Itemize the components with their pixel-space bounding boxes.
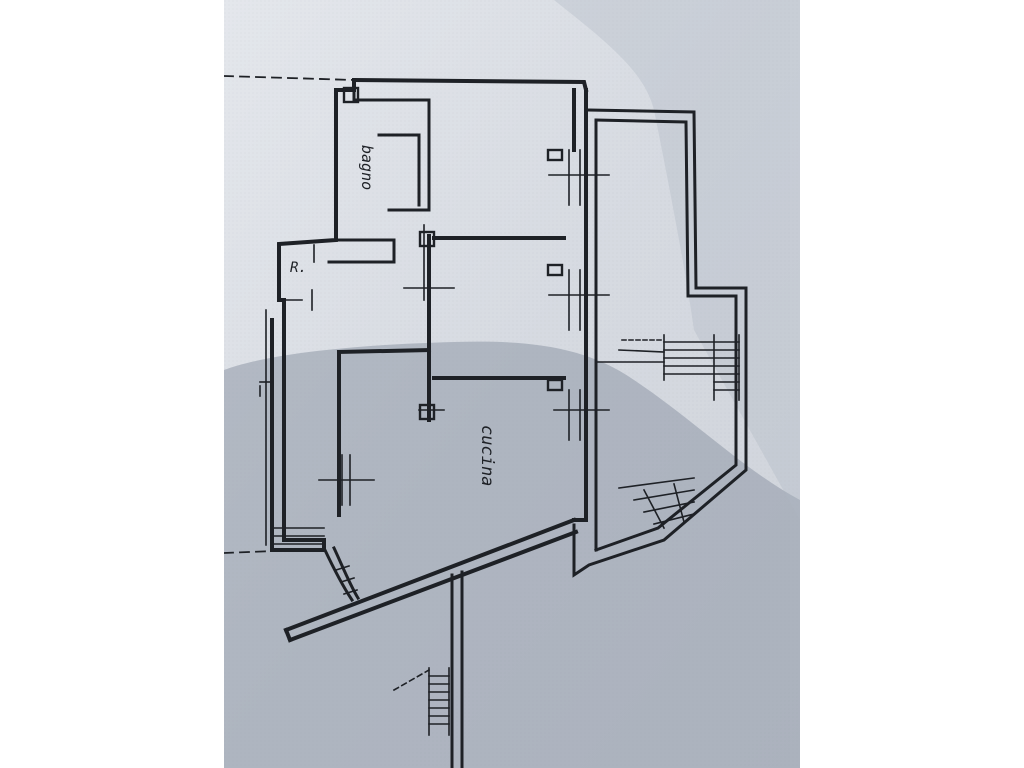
- dashed-boundary-bottom: [224, 550, 275, 554]
- annex-walls: [572, 108, 748, 578]
- bathroom-walls: [327, 88, 431, 264]
- floor-plan-photo: bagno cucina R.: [224, 0, 800, 768]
- interior-walls: [336, 234, 566, 517]
- corridor-walls: [450, 570, 464, 768]
- room-label-closet: R.: [290, 260, 307, 276]
- dashed-boundary-top: [224, 75, 355, 81]
- entry-steps: [273, 527, 361, 603]
- room-label-bathroom: bagno: [358, 145, 376, 190]
- floor-plan-lines: [224, 75, 748, 768]
- stairs-bottom: [392, 667, 450, 736]
- floor-plan-drawing: bagno cucina R.: [224, 0, 800, 768]
- room-label-kitchen: cucina: [477, 425, 497, 486]
- stairs-annex-lower: [618, 477, 695, 530]
- stairs-right: [595, 334, 740, 401]
- wall-markers: [342, 86, 564, 421]
- window-marks: [259, 149, 665, 546]
